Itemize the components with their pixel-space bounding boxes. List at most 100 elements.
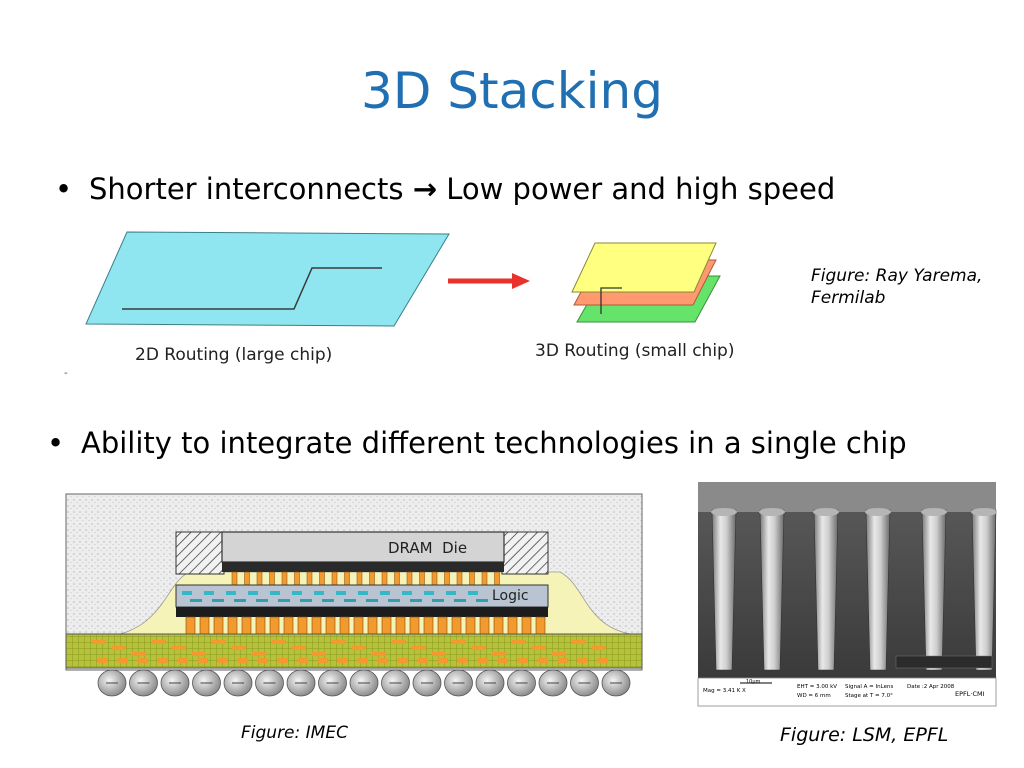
- via-top: [921, 508, 947, 516]
- via-top: [813, 508, 839, 516]
- microbump: [269, 571, 275, 586]
- substrate-trace: [578, 658, 588, 663]
- microbump: [381, 571, 388, 586]
- sem-vias: [711, 508, 997, 671]
- upper-microbumps: [231, 571, 500, 586]
- copper-pillar: [367, 616, 378, 635]
- dram-hatch-right: [501, 531, 549, 575]
- microbump: [331, 571, 338, 586]
- substrate-trace: [498, 658, 508, 663]
- solder-balls: [97, 669, 631, 697]
- sem-mag-text: Mag = 3.41 K X: [703, 688, 746, 694]
- microbump: [306, 571, 313, 586]
- logic-trace: [410, 599, 422, 602]
- copper-pillar: [437, 616, 448, 635]
- sem-scale-text: 10µm: [746, 679, 761, 685]
- copper-pillar: [395, 616, 406, 635]
- logic-trace: [366, 599, 378, 602]
- substrate-trace: [212, 640, 226, 644]
- logic-trace: [322, 599, 334, 602]
- route-3d-line: [600, 287, 622, 314]
- copper-pillar: [381, 616, 392, 635]
- substrate-trace: [392, 640, 406, 644]
- dram-hatch-left: [175, 531, 225, 575]
- sem-date-text: Date :2 Apr 2008: [907, 684, 955, 690]
- logic-trace: [300, 599, 312, 602]
- caption-lsm-epfl: Figure: LSM, EPFL: [780, 724, 949, 746]
- copper-pillar: [507, 616, 518, 635]
- logic-trace: [248, 591, 258, 595]
- substrate-trace: [472, 646, 486, 650]
- logic-trace: [292, 591, 302, 595]
- substrate-trace: [532, 646, 546, 650]
- substrate-trace: [558, 658, 568, 663]
- copper-pillar: [423, 616, 434, 635]
- logic-trace: [358, 591, 368, 595]
- route-2d-line: [122, 267, 382, 310]
- sem-eht-text: EHT = 3.00 kV: [797, 684, 837, 690]
- label-2d-routing: 2D Routing (large chip): [135, 345, 332, 365]
- sem-lab-text: EPFL·CMI: [955, 690, 985, 698]
- substrate-trace: [112, 646, 126, 650]
- substrate-trace: [232, 646, 246, 650]
- copper-pillar: [185, 616, 196, 635]
- via-top: [865, 508, 891, 516]
- sem-figure: 10µm Mag = 3.41 K X EHT = 3.00 kV WD = 6…: [697, 482, 997, 707]
- substrate-trace: [538, 658, 548, 663]
- substrate-trace: [92, 640, 106, 644]
- via-top: [759, 508, 785, 516]
- substrate-trace: [478, 658, 488, 663]
- substrate-traces: [92, 640, 608, 663]
- bullet-dot: •: [47, 426, 65, 460]
- bullet-text-before: Shorter interconnects: [89, 172, 413, 206]
- bullet-integration: •Ability to integrate different technolo…: [47, 426, 907, 460]
- substrate-trace: [192, 652, 206, 656]
- microbump: [231, 571, 238, 586]
- through-silicon-via: [711, 509, 737, 671]
- substrate-trace: [318, 658, 328, 663]
- microbump: [369, 571, 375, 586]
- substrate-trace: [398, 658, 408, 663]
- logic-trace: [190, 599, 202, 602]
- copper-pillar: [255, 616, 266, 635]
- copper-pillar: [493, 616, 504, 635]
- microbump: [469, 571, 475, 586]
- copper-pillar: [241, 616, 252, 635]
- substrate-trace: [198, 658, 208, 663]
- substrate-trace: [178, 658, 188, 663]
- substrate-trace: [132, 652, 146, 656]
- via-top: [711, 508, 737, 516]
- microbump: [356, 571, 363, 586]
- logic-trace: [476, 599, 488, 602]
- logic-trace: [380, 591, 390, 595]
- label-3d-routing: 3D Routing (small chip): [535, 341, 734, 361]
- through-silicon-via: [921, 509, 947, 671]
- microbump: [456, 571, 463, 586]
- logic-trace: [278, 599, 290, 602]
- sem-wd-text: WD = 6 mm: [797, 693, 831, 699]
- sem-signal-text: Signal A = InLens: [845, 684, 893, 690]
- logic-trace: [256, 599, 268, 602]
- copper-pillar: [465, 616, 476, 635]
- logic-traces: [182, 591, 488, 602]
- substrate-trace: [258, 658, 268, 663]
- substrate-trace: [238, 658, 248, 663]
- substrate-trace: [218, 658, 228, 663]
- caption-ray-yarema: Figure: Ray Yarema, Fermilab: [811, 265, 982, 309]
- substrate-trace: [138, 658, 148, 663]
- caption-imec: Figure: IMEC: [241, 723, 348, 743]
- logic-trace: [204, 591, 214, 595]
- substrate-trace: [572, 640, 586, 644]
- microbump: [481, 571, 488, 586]
- substrate-trace: [358, 658, 368, 663]
- microbump: [406, 571, 413, 586]
- substrate-trace: [98, 658, 108, 663]
- copper-pillar: [283, 616, 294, 635]
- substrate-trace: [298, 658, 308, 663]
- arrow-icon: →: [412, 172, 437, 206]
- microbump: [419, 571, 425, 586]
- copper-pillar: [479, 616, 490, 635]
- copper-pillar: [311, 616, 322, 635]
- substrate-trace: [492, 652, 506, 656]
- logic-trace: [402, 591, 412, 595]
